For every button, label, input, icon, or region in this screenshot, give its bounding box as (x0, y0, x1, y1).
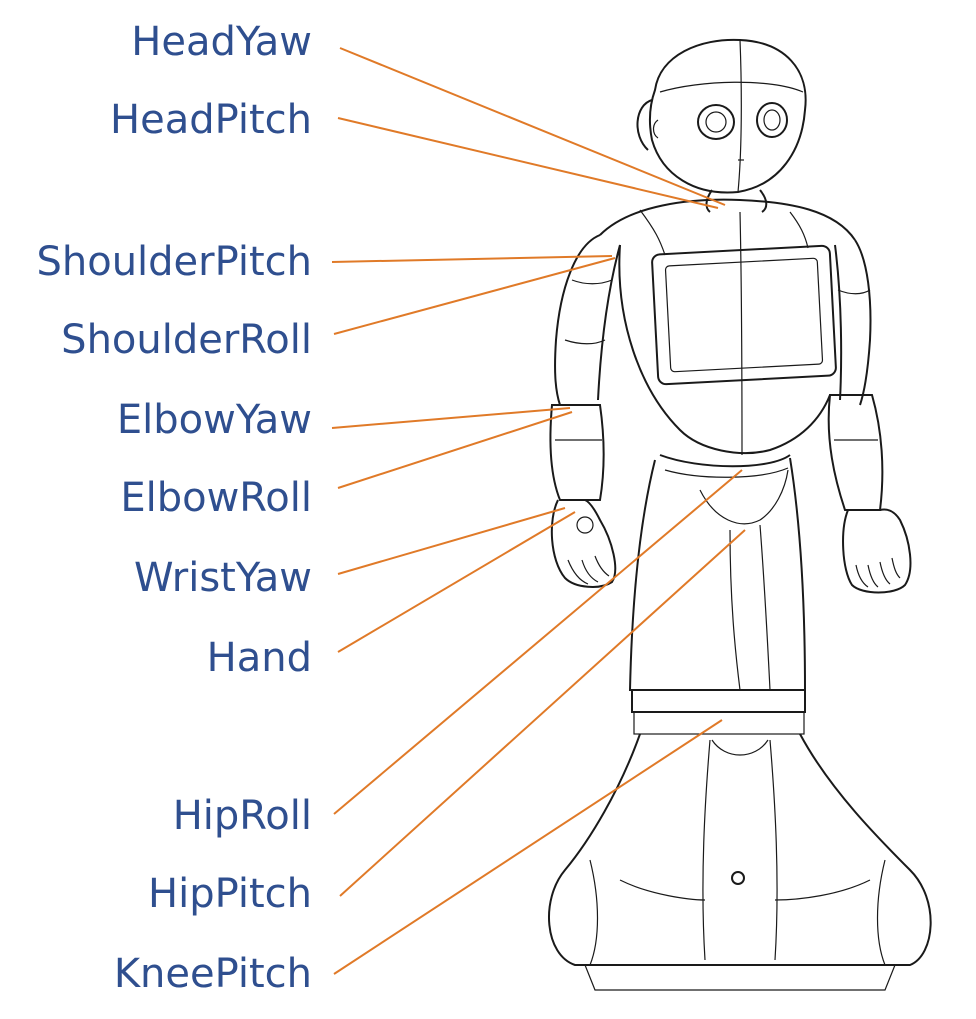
leader-hand (337, 511, 576, 653)
leader-hip-pitch (339, 529, 746, 897)
label-elbow-roll: ElbowRoll (120, 475, 312, 521)
leader-head-pitch (337, 117, 719, 209)
label-hip-pitch: HipPitch (148, 871, 312, 917)
leader-wrist-yaw (337, 507, 566, 575)
leader-shoulder-roll (333, 257, 616, 335)
robot-lower-body (548, 457, 932, 991)
leader-knee-pitch (333, 719, 723, 975)
label-knee-pitch: KneePitch (113, 951, 312, 997)
label-head-pitch: HeadPitch (110, 97, 312, 143)
leader-hip-roll (333, 469, 743, 815)
label-hip-roll: HipRoll (172, 793, 312, 839)
robot-right-arm (827, 239, 912, 594)
label-hand: Hand (206, 635, 312, 681)
leader-elbow-yaw (331, 407, 571, 429)
leader-lines (331, 47, 746, 975)
robot-head (636, 38, 807, 194)
label-head-yaw: HeadYaw (131, 19, 312, 65)
label-shoulder-pitch: ShoulderPitch (36, 239, 312, 285)
leader-shoulder-pitch (331, 255, 613, 263)
robot-torso (599, 189, 856, 478)
label-shoulder-roll: ShoulderRoll (61, 317, 312, 363)
robot-left-arm (549, 234, 621, 588)
label-elbow-yaw: ElbowYaw (116, 397, 312, 443)
label-wrist-yaw: WristYaw (134, 555, 312, 601)
leader-head-yaw (339, 47, 726, 206)
leader-elbow-roll (337, 411, 573, 489)
